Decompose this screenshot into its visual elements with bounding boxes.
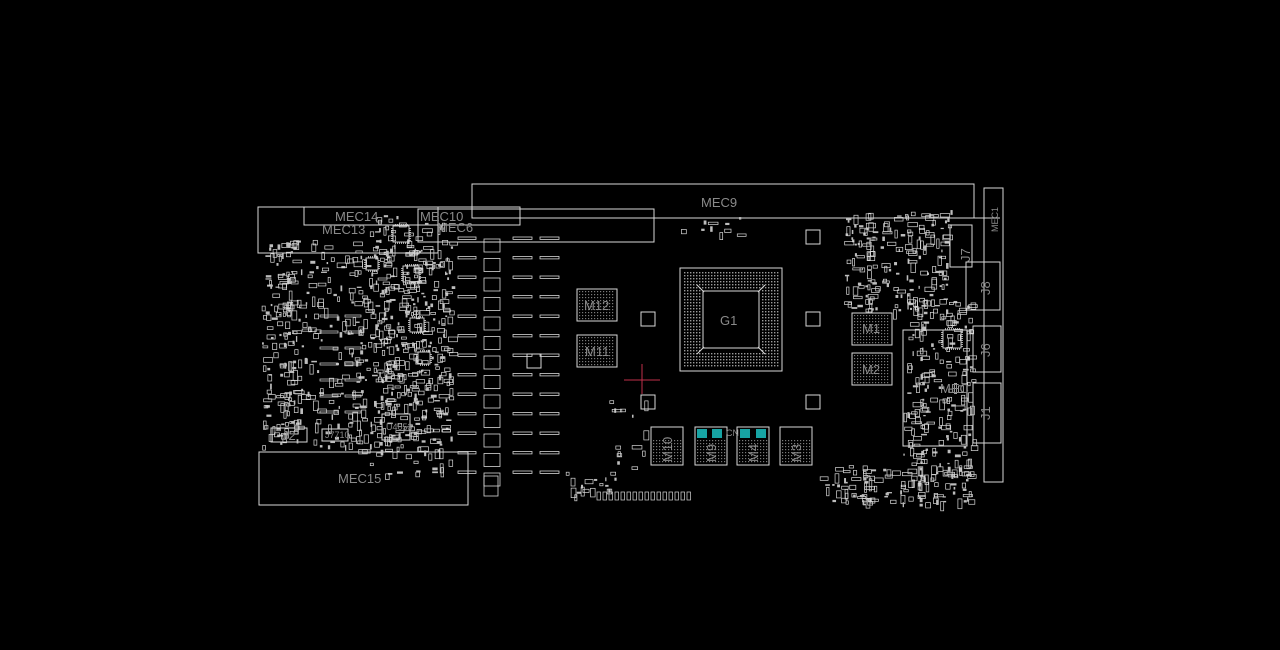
mec6-outline[interactable] [417, 208, 655, 243]
label-j7: J7 [958, 248, 973, 262]
m11-outline[interactable] [576, 334, 618, 368]
label-j6: J6 [978, 343, 993, 357]
label-m10: M10 [660, 437, 675, 462]
cursor-crosshair [624, 364, 660, 394]
mount-hole-6 [526, 353, 542, 369]
label-j8: J8 [978, 281, 993, 295]
j7710-outline[interactable] [321, 428, 349, 442]
label-m11: M11 [585, 344, 609, 359]
label-m2: M2 [862, 362, 880, 377]
label-m3: M3 [789, 444, 804, 462]
m3-outline[interactable] [779, 426, 813, 466]
m4-outline[interactable] [736, 426, 770, 466]
label-mec10: MEC10 [420, 209, 463, 224]
memory-ball-grids [579, 291, 889, 463]
right-connector-outline[interactable] [983, 187, 1004, 483]
j7-outline[interactable] [949, 224, 973, 268]
highlighted-pads [697, 429, 766, 438]
label-j2: J2 [282, 428, 296, 443]
label-u4053: U4053 [386, 422, 413, 432]
mount-hole-4 [805, 394, 821, 410]
label-m1: M1 [862, 321, 880, 336]
label-mec9: MEC9 [701, 195, 737, 210]
label-cn: CN [726, 428, 739, 438]
label-g1: G1 [720, 313, 737, 328]
j1-outline[interactable] [972, 382, 1002, 444]
g1-die [702, 290, 760, 349]
mount-hole-1 [640, 311, 656, 327]
component-field [261, 210, 979, 512]
label-j1: J1 [978, 406, 993, 420]
j2-outline[interactable] [270, 427, 308, 443]
j8-outline[interactable] [965, 261, 1001, 311]
m2-outline[interactable] [851, 352, 893, 386]
label-j7710: J7710 [325, 430, 350, 440]
mec15-outline[interactable] [258, 451, 469, 506]
label-mec-top-right: MEC1 [990, 207, 1000, 232]
m9-outline[interactable] [694, 426, 728, 466]
m10-outline[interactable] [650, 426, 684, 466]
label-mec-right: MEC [940, 381, 969, 396]
label-mec14: MEC14 [335, 209, 378, 224]
label-m4: M4 [746, 444, 761, 462]
mount-hole-5 [805, 229, 821, 245]
label-mec13: MEC13 [322, 222, 365, 237]
g1-outline[interactable] [679, 267, 783, 372]
label-mec6: MEC6 [437, 220, 473, 235]
label-m12: M12 [584, 298, 609, 313]
j6-outline[interactable] [972, 325, 1002, 373]
mount-hole-2 [805, 311, 821, 327]
label-m9: M9 [704, 444, 719, 462]
g1-ball-grid [684, 272, 779, 367]
right-io-block [902, 329, 968, 447]
label-mec15: MEC15 [338, 471, 381, 486]
mec10-outline[interactable] [303, 206, 521, 226]
m12-outline[interactable] [576, 288, 618, 322]
